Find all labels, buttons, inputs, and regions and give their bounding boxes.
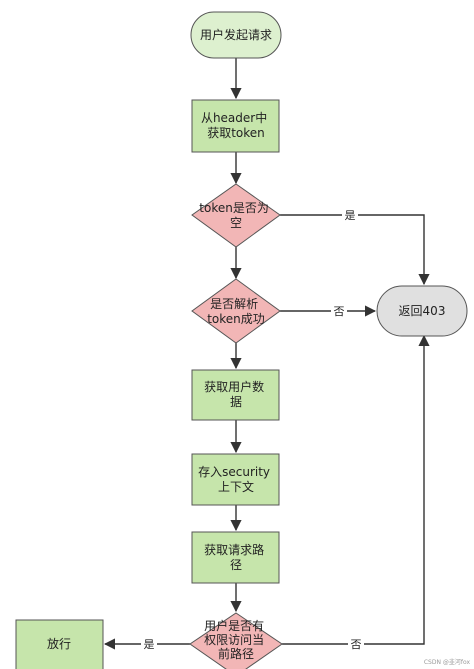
node-store-security: 存入security 上下文	[191, 453, 280, 506]
edge-label-permission-no: 否	[351, 638, 362, 651]
start-terminator-shape	[190, 11, 282, 59]
edge-permission-no	[282, 334, 430, 645]
parse-token-decision-shape	[191, 278, 281, 344]
edge-label-permission-yes: 是	[144, 638, 155, 651]
store-security-label: 存入security 上下文	[198, 465, 274, 494]
store-security-process-shape	[191, 453, 280, 506]
node-allow: 放行	[15, 619, 104, 669]
get-user-process-shape	[191, 369, 280, 421]
node-get-token: 从header中 获取token	[191, 99, 280, 153]
edges	[103, 58, 430, 650]
node-get-path: 获取请求路 径	[191, 531, 280, 584]
return-403-label: 返回403	[399, 304, 446, 318]
check-permission-decision-shape	[189, 612, 283, 669]
start-label: 用户发起请求	[200, 27, 272, 42]
node-start: 用户发起请求	[190, 11, 282, 59]
allow-label: 放行	[47, 636, 71, 651]
token-empty-decision-shape	[191, 183, 281, 248]
return-403-terminator-shape	[376, 285, 468, 337]
watermark: CSDN @韭河fox	[424, 658, 471, 666]
allow-process-shape	[15, 619, 104, 669]
edge-label-parse-token-no: 否	[334, 305, 345, 318]
node-return-403: 返回403	[376, 285, 468, 337]
token-empty-label: token是否为 空	[199, 201, 272, 230]
get-path-label: 获取请求路 径	[204, 542, 268, 572]
node-check-permission: 用户是否有 权限访问当 前路径	[189, 612, 283, 669]
get-path-process-shape	[191, 531, 280, 584]
edge-label-token-empty-yes: 是	[345, 209, 356, 222]
node-get-user: 获取用户数 据	[191, 369, 280, 421]
node-parse-token: 是否解析 token成功	[191, 278, 281, 344]
parse-token-label: 是否解析 token成功	[207, 297, 265, 326]
node-token-empty: token是否为 空	[191, 183, 281, 248]
edge-token-empty-yes	[280, 214, 430, 286]
get-user-label: 获取用户数 据	[204, 379, 268, 409]
get-token-label: 从header中 获取token	[201, 110, 271, 140]
check-permission-label: 用户是否有 权限访问当 前路径	[204, 618, 268, 661]
get-token-process-shape	[191, 99, 280, 153]
edge-labels: 是 否 是 否	[141, 206, 364, 653]
